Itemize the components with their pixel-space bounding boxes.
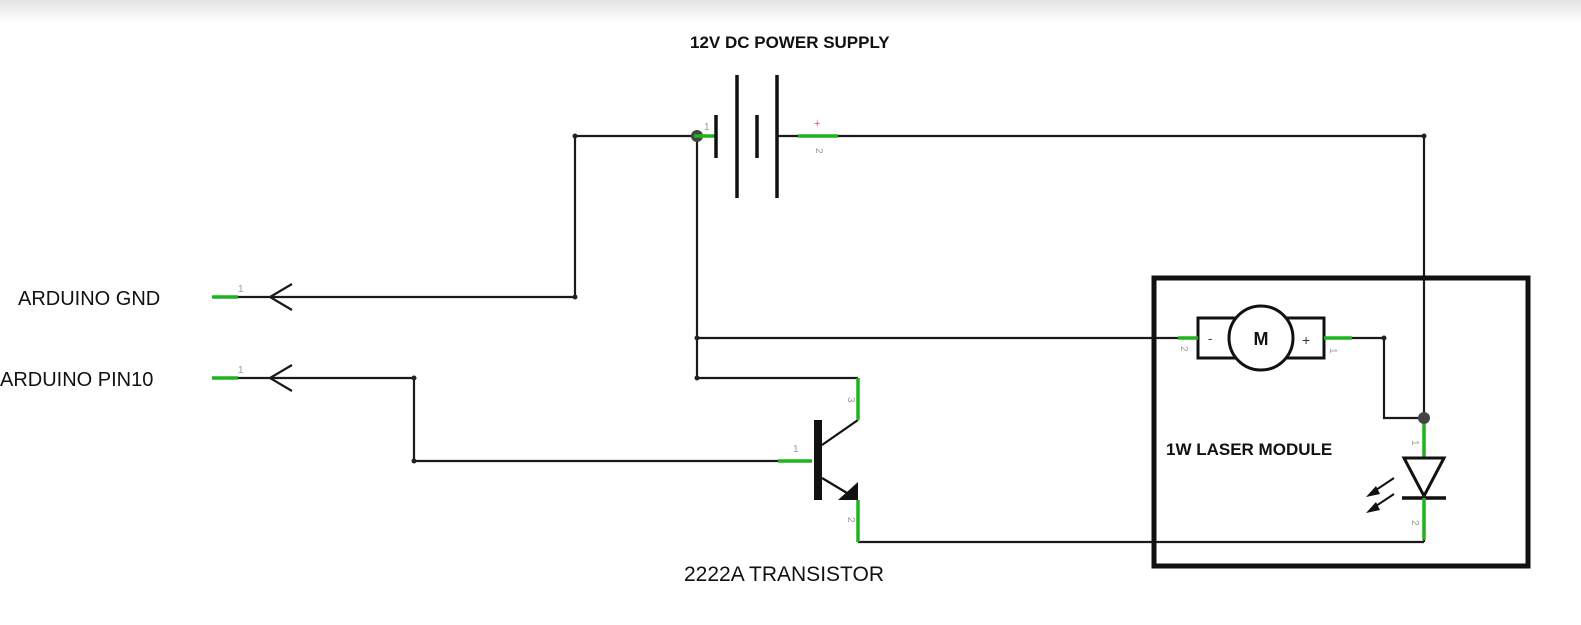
- diode-bottom-pin: 2: [1409, 520, 1420, 526]
- motor-right-pin: 1: [1327, 348, 1338, 354]
- arduino-gnd-label: ARDUINO GND: [18, 288, 160, 310]
- node-pin10-bottom: [411, 458, 417, 464]
- top-fade: [0, 0, 1581, 22]
- arduino-pin10-pin: 1: [238, 365, 244, 376]
- node-neg-collector: [694, 375, 700, 381]
- laser-module: 1W LASER MODULE M - + 2 1 1 2: [1151, 275, 1531, 569]
- node-motor-right: [1381, 335, 1387, 341]
- battery-pos-pin: 2: [813, 148, 824, 154]
- transistor: 1 3 2 2222A TRANSISTOR: [684, 378, 884, 586]
- wire-motor-to-diode: [1340, 336, 1424, 420]
- motor-plus-sign: +: [1302, 332, 1310, 348]
- motor-letter: M: [1254, 329, 1269, 349]
- arduino-gnd-arrow-icon: [267, 283, 293, 311]
- laser-emission-arrows-icon: [1366, 477, 1395, 513]
- arduino-pin10-arrow-icon: [267, 364, 293, 392]
- laser-diode-icon: [1401, 456, 1447, 500]
- node-pin10-top: [411, 375, 417, 381]
- node-neg-motor: [694, 335, 700, 341]
- laser-module-box: [1151, 275, 1531, 569]
- transistor-base-pin: 1: [793, 444, 799, 455]
- diode-top-pin: 1: [1409, 440, 1420, 446]
- arduino-pin10-port: ARDUINO PIN10 1: [0, 364, 300, 392]
- junctions: [411, 130, 1430, 464]
- motor-left-pin: 2: [1178, 346, 1189, 352]
- node-pos-corner: [1421, 133, 1427, 139]
- power-supply: 12V DC POWER SUPPLY 1 2 +: [690, 33, 890, 198]
- motor-minus-sign: -: [1208, 331, 1212, 346]
- power-supply-label: 12V DC POWER SUPPLY: [690, 33, 890, 52]
- battery-pos-sign: +: [814, 118, 820, 130]
- arduino-gnd-pin: 1: [238, 284, 244, 295]
- junction-laser: [1418, 412, 1430, 424]
- node-gnd-bottom: [572, 294, 578, 300]
- laser-module-label: 1W LASER MODULE: [1166, 440, 1332, 459]
- node-gnd-top: [572, 133, 578, 139]
- motor-icon: [1227, 304, 1295, 372]
- arduino-gnd-port: ARDUINO GND 1: [18, 283, 372, 311]
- transistor-emitter-pin: 2: [845, 517, 856, 523]
- transistor-collector-diag: [821, 419, 859, 446]
- transistor-emitter-arrow-icon: [838, 482, 858, 500]
- transistor-collector-pin: 3: [845, 397, 856, 403]
- wires: [300, 134, 1426, 544]
- battery-neg-pin: 1: [704, 122, 710, 133]
- arduino-pin10-label: ARDUINO PIN10: [0, 369, 153, 391]
- transistor-label: 2222A TRANSISTOR: [684, 563, 884, 586]
